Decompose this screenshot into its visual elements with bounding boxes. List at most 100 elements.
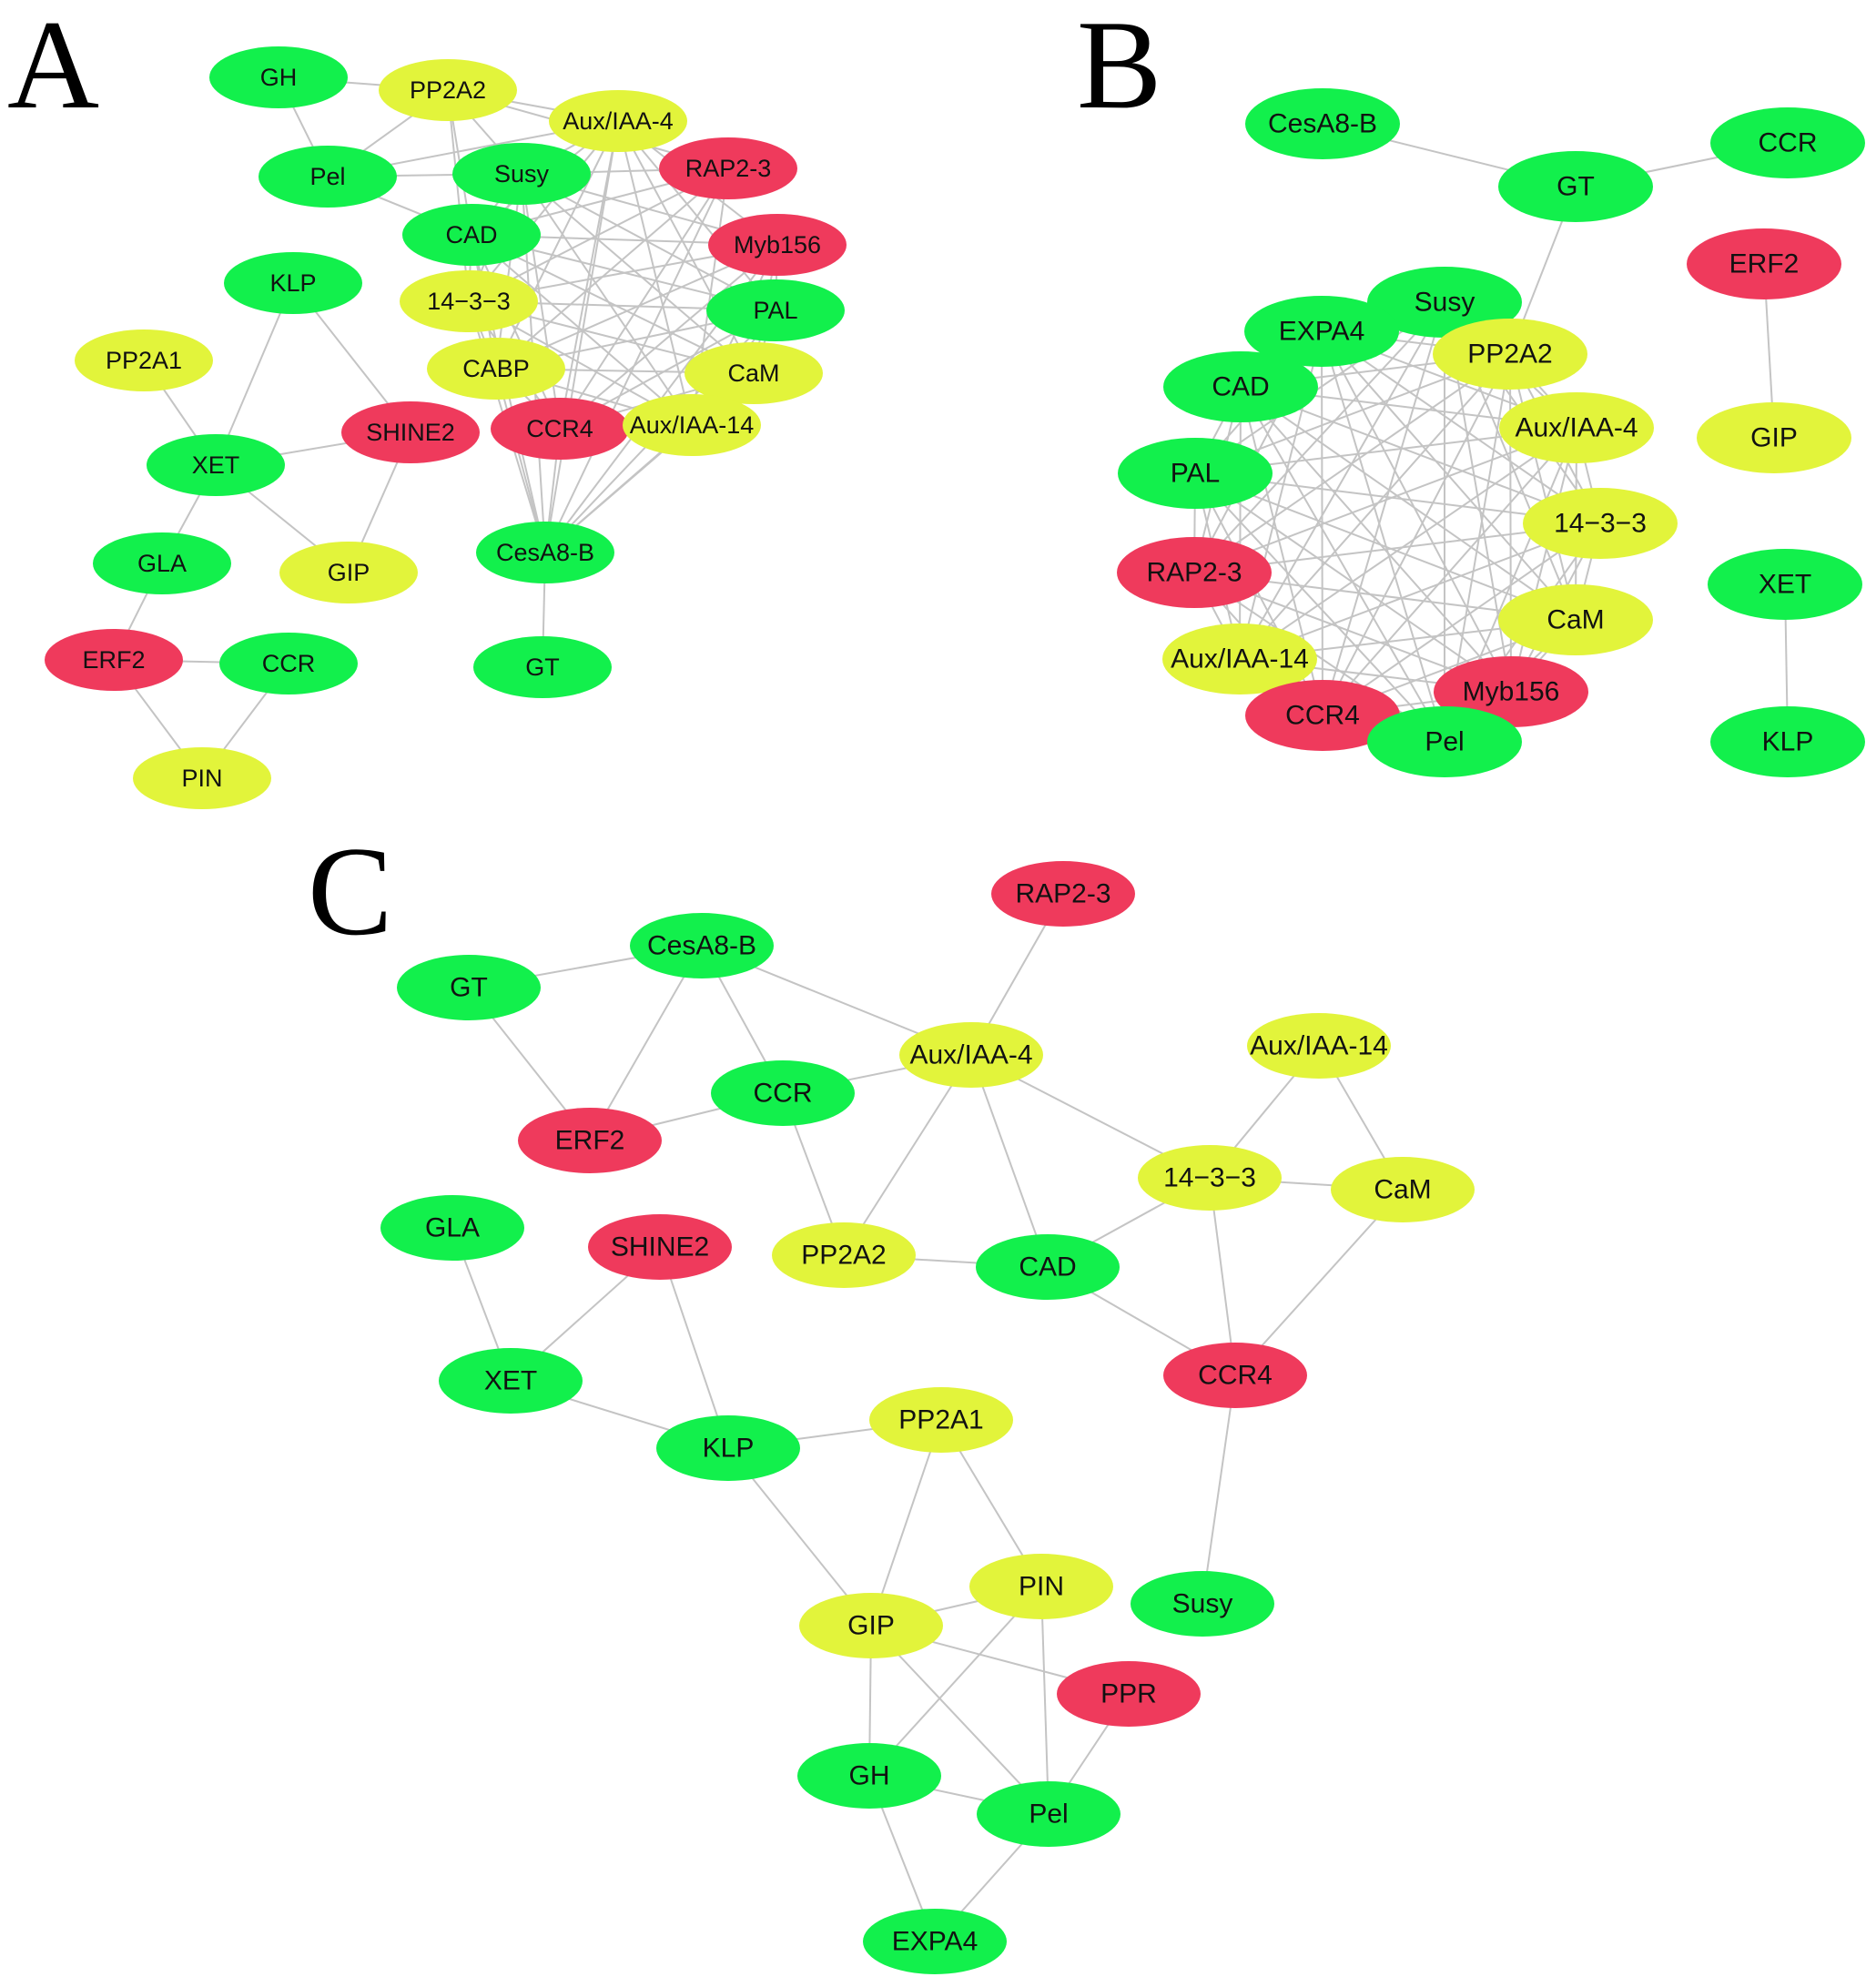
panel-b-edge-cad-1433 [1240, 386, 1601, 524]
node-label: Susy [1172, 1589, 1233, 1619]
panel-a-edge-cad-ccr4 [471, 234, 561, 430]
node-label: 14−3−3 [1163, 1163, 1256, 1193]
panel-a-node-gip: GIP [279, 542, 418, 603]
panel-b-node-susy: Susy [1367, 267, 1522, 338]
panel-c-node-rap23: RAP2-3 [991, 861, 1135, 927]
panel-b-node-rap23: RAP2-3 [1117, 537, 1272, 608]
node-ellipse [439, 1348, 583, 1414]
node-ellipse [1131, 1571, 1274, 1637]
node-label: KLP [1762, 727, 1814, 757]
node-ellipse [799, 1593, 943, 1658]
node-label: CesA8-B [647, 931, 756, 961]
panel-a-node-klp: KLP [224, 252, 362, 314]
panel-b-edge-cad-myb156 [1240, 386, 1512, 693]
panel-b-network: B CesA8-BGTCCRERF2SusyEXPA4PP2A2CADAux/I… [1077, 0, 1865, 777]
node-label: XET [192, 451, 240, 479]
node-label: KLP [703, 1434, 755, 1464]
panel-c-edge-pin-pel [1040, 1586, 1050, 1815]
panel-a-edge-auxiaa4-1433 [468, 120, 619, 302]
node-label: GIP [328, 559, 370, 586]
panel-a-node-ccr: CCR [219, 633, 358, 694]
node-ellipse [209, 46, 348, 108]
node-label: CesA8-B [496, 539, 594, 566]
panel-b-node-pal: PAL [1118, 438, 1273, 509]
panel-a-edge-susy-cam [521, 173, 755, 374]
node-ellipse [491, 398, 629, 460]
node-ellipse [279, 542, 418, 603]
node-label: GT [525, 654, 560, 681]
node-ellipse [341, 401, 480, 463]
panel-a-edge-cad-cam [471, 234, 755, 374]
node-ellipse [623, 394, 761, 456]
panel-c-node-ccr4: CCR4 [1163, 1343, 1307, 1408]
node-label: Pel [1029, 1799, 1068, 1830]
node-label: PP2A1 [898, 1405, 983, 1435]
panel-b-node-cesa8b: CesA8-B [1245, 88, 1400, 159]
panel-b-node-cam: CaM [1498, 584, 1653, 655]
node-label: PP2A2 [410, 76, 486, 104]
panel-c-edge-pin-gh [868, 1586, 1042, 1777]
panel-c-edge-auxiaa4-cad [970, 1054, 1049, 1268]
node-ellipse [1498, 584, 1653, 655]
panel-b-edge-auxiaa4-auxiaa14 [1239, 427, 1577, 660]
node-ellipse [397, 955, 541, 1020]
node-ellipse [402, 204, 541, 266]
node-label: XET [484, 1366, 537, 1396]
panel-a-node-shine2: SHINE2 [341, 401, 480, 463]
node-label: KLP [269, 269, 316, 297]
panel-a-node-cam: CaM [684, 342, 823, 404]
node-label: CaM [1546, 605, 1604, 635]
panel-c-node-pin: PIN [969, 1554, 1113, 1619]
panel-c-edge-shine2-klp [659, 1246, 729, 1449]
panel-b-edge-pp2a2-cam [1509, 353, 1577, 621]
node-ellipse [1118, 438, 1273, 509]
node-label: XET [1759, 570, 1811, 600]
node-ellipse [899, 1022, 1043, 1088]
node-ellipse [1247, 1013, 1391, 1079]
node-ellipse [1499, 392, 1654, 463]
node-label: Aux/IAA-4 [563, 107, 674, 135]
panel-a-node-susy: Susy [452, 143, 591, 205]
panel-c-node-cesa8b: CesA8-B [630, 913, 774, 978]
panel-c-node-ccr: CCR [711, 1060, 855, 1126]
node-ellipse [772, 1222, 916, 1288]
node-ellipse [1117, 537, 1272, 608]
node-label: EXPA4 [892, 1927, 979, 1957]
node-ellipse [1245, 680, 1400, 751]
panel-b-edge-1433-ccr4 [1322, 522, 1601, 716]
panel-c-node-gh: GH [797, 1743, 941, 1809]
panel-c-edge-cam-ccr4 [1234, 1189, 1404, 1376]
node-ellipse [427, 338, 565, 400]
panel-b-letter: B [1077, 0, 1161, 136]
node-label: ERF2 [1729, 249, 1800, 279]
node-label: Aux/IAA-14 [1250, 1031, 1388, 1061]
node-ellipse [1138, 1145, 1282, 1211]
node-ellipse [1245, 88, 1400, 159]
node-label: 14−3−3 [1554, 509, 1647, 539]
node-label: CAD [445, 221, 497, 248]
node-label: CCR4 [1198, 1361, 1273, 1391]
panel-c-node-xet: XET [439, 1348, 583, 1414]
node-label: Aux/IAA-4 [1515, 413, 1638, 443]
node-ellipse [93, 532, 231, 594]
node-label: GT [450, 973, 488, 1003]
node-ellipse [1710, 706, 1865, 777]
node-ellipse [473, 636, 612, 698]
node-ellipse [977, 1781, 1121, 1847]
node-label: Aux/IAA-4 [909, 1040, 1032, 1070]
panel-b-edge-pal-cam [1194, 472, 1577, 621]
node-label: PP2A2 [801, 1241, 886, 1271]
node-label: CesA8-B [1268, 109, 1377, 139]
panel-c-edge-cesa8b-erf2 [589, 945, 703, 1141]
node-label: SHINE2 [611, 1232, 709, 1262]
panel-a-node-gla: GLA [93, 532, 231, 594]
node-label: GIP [1750, 423, 1798, 453]
panel-a-edge-myb156-ccr4 [559, 244, 778, 430]
node-ellipse [219, 633, 358, 694]
node-ellipse [1057, 1661, 1201, 1727]
node-ellipse [969, 1554, 1113, 1619]
panel-b-node-gt: GT [1498, 151, 1653, 222]
